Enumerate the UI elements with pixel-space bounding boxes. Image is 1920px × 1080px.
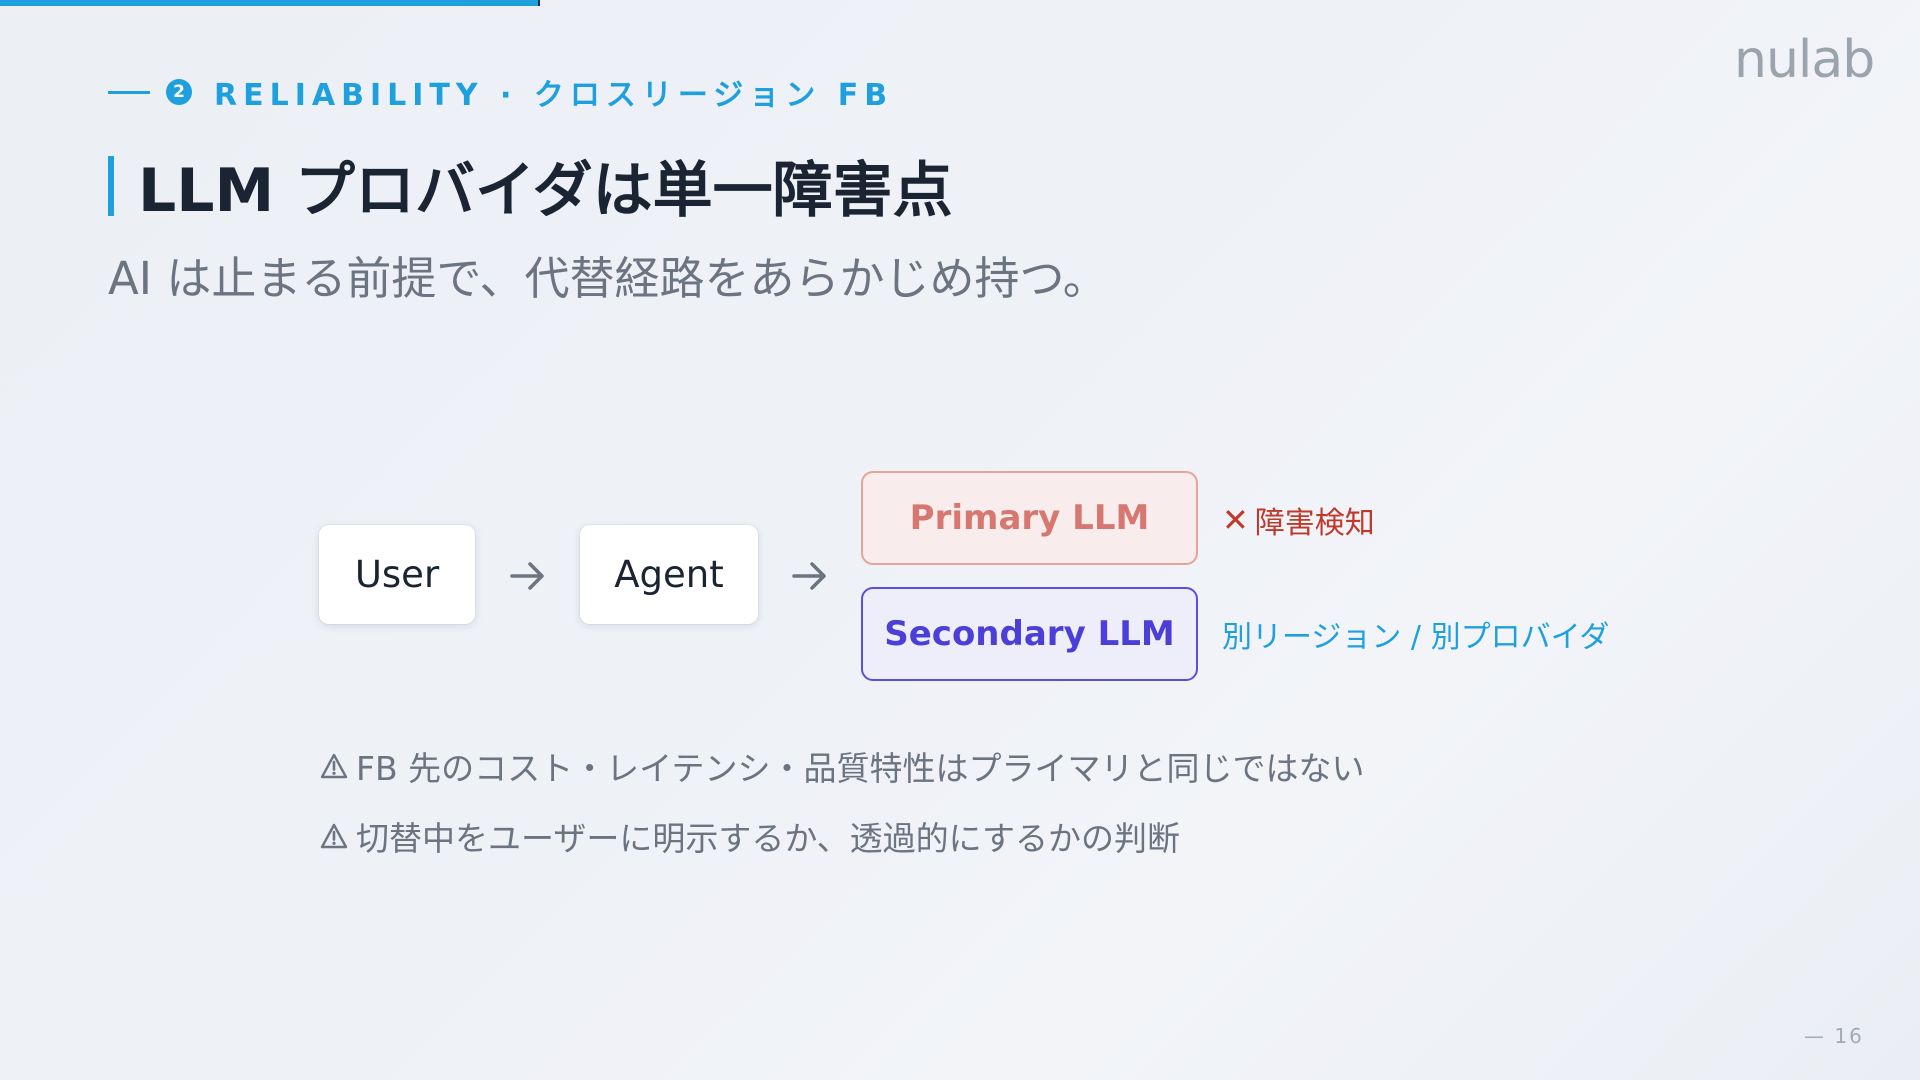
title-accent-bar xyxy=(108,155,114,216)
warning-text: 切替中をユーザーに明示するか、透過的にするかの判断 xyxy=(356,819,1181,858)
warning-item: FB 先のコスト・レイテンシ・品質特性はプライマリと同じではない xyxy=(320,742,1364,790)
title-block: LLM プロバイダは単一障害点 xyxy=(108,142,953,229)
warning-icon xyxy=(320,823,348,849)
slide-title: LLM プロバイダは単一障害点 xyxy=(138,156,953,226)
failure-detection-note: ✕ 障害検知 xyxy=(1222,498,1375,542)
section-label: 2 RELIABILITY · クロスリージョン FB xyxy=(108,70,893,114)
user-node: User xyxy=(319,525,475,624)
primary-llm-node: Primary LLM xyxy=(861,471,1198,565)
warning-icon xyxy=(320,753,348,779)
agent-node: Agent xyxy=(580,525,758,624)
progress-bar xyxy=(0,0,1920,6)
slide-subtitle: AI は止まる前提で、代替経路をあらかじめ持つ。 xyxy=(108,252,1108,305)
close-icon: ✕ xyxy=(1222,501,1249,539)
section-label-text: RELIABILITY · クロスリージョン FB xyxy=(214,78,894,113)
arrow-right-icon xyxy=(792,562,826,590)
progress-bar-marker xyxy=(538,0,540,6)
nulab-logo: nulab xyxy=(1734,30,1875,90)
warning-text: FB 先のコスト・レイテンシ・品質特性はプライマリと同じではない xyxy=(356,749,1365,788)
arrow-right-icon xyxy=(510,562,544,590)
secondary-llm-node: Secondary LLM xyxy=(861,587,1198,681)
section-number-badge: 2 xyxy=(166,79,192,105)
section-dash xyxy=(108,90,150,94)
page-number: — 16 xyxy=(1804,1024,1864,1048)
alternate-route-note: 別リージョン / 別プロバイダ xyxy=(1222,620,1610,655)
warning-item: 切替中をユーザーに明示するか、透過的にするかの判断 xyxy=(320,812,1180,860)
failure-detection-label: 障害検知 xyxy=(1254,506,1375,541)
progress-bar-fill xyxy=(0,0,538,6)
